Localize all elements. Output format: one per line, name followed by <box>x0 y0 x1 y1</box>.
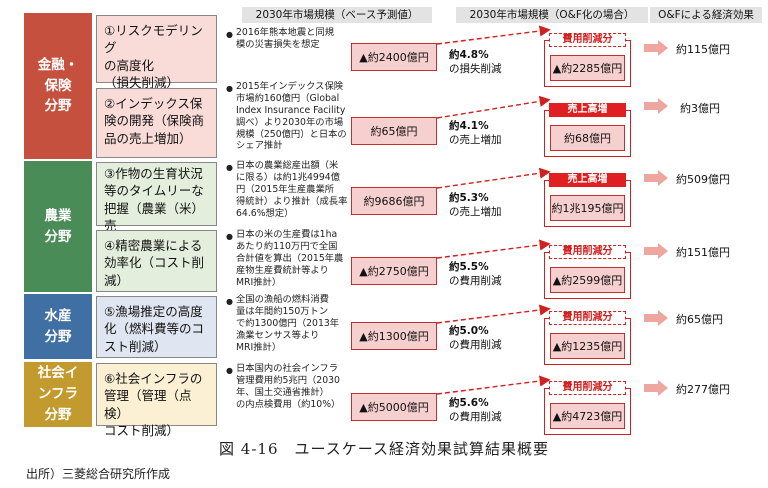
right-arrow-icon <box>644 170 668 186</box>
pct-4: 約5.5%の費用削減 <box>449 261 502 287</box>
of-box-6: 費用削減分 ▲約4723億円 <box>544 381 631 435</box>
usecase-2: ②インデックス保 険の開発（保険商 品の売上増加） <box>96 88 217 158</box>
tag-cost-reduction: 費用削減分 <box>549 33 626 47</box>
category-agriculture: 農業 分野 <box>24 161 92 292</box>
bullet-icon: ● <box>226 366 233 375</box>
tag-cost-reduction: 費用削減分 <box>549 311 626 325</box>
category-finance: 金融・ 保険 分野 <box>24 13 92 159</box>
tag-cost-reduction: 費用削減分 <box>549 245 626 259</box>
of-box-4: 費用削減分 ▲約2599億円 <box>544 245 631 299</box>
base-value-5: ▲約1300億円 <box>351 322 437 350</box>
dashed-arrow-4 <box>436 239 551 259</box>
dashed-arrow-3 <box>436 167 551 189</box>
tag-cost-reduction: 費用削減分 <box>549 381 626 395</box>
of-box-1: 費用削減分 ▲約2285億円 <box>544 33 631 87</box>
effect-1: 約115億円 <box>676 43 730 56</box>
usecase-4: ④精密農業による 効率化（コスト削 減） <box>96 230 217 292</box>
bullet-icon: ● <box>226 84 233 93</box>
right-arrow-icon <box>644 310 668 326</box>
note-5: 全国の漁船の燃料消費 量は年間約150万トン で約1300億円（2013年 漁業… <box>236 294 340 353</box>
note-6: 日本国内の社会インフラ 管理費用約5兆円（2030 年、国土交通省推計） の内点… <box>236 363 341 410</box>
of-box-2: 売上高増 約68億円 <box>544 103 631 157</box>
tag-sales-increase: 売上高増 <box>549 173 626 187</box>
of-value-3: 約1兆195億円 <box>550 195 625 221</box>
pct-6: 約5.6%の費用削減 <box>449 397 502 423</box>
pct-2: 約4.1%の売上増加 <box>449 120 502 146</box>
base-value-1: ▲約2400億円 <box>351 43 437 71</box>
tag-sales-increase: 売上高増 <box>549 103 626 117</box>
usecase-5: ⑤漁場推定の高度 化（燃料費等のコ スト削減） <box>96 296 217 358</box>
of-box-3: 売上高増 約1兆195億円 <box>544 173 631 227</box>
base-value-3: 約9686億円 <box>351 187 437 215</box>
effect-3: 約509億円 <box>676 173 730 186</box>
base-value-4: ▲約2750億円 <box>351 257 437 285</box>
base-value-2: 約65億円 <box>351 117 437 145</box>
effect-4: 約151億円 <box>676 246 730 259</box>
usecase-6: ⑥社会インフラの 管理（管理（点検） コスト削減） <box>96 363 217 438</box>
effect-5: 約65億円 <box>676 313 723 326</box>
bullet-icon: ● <box>226 163 233 172</box>
effect-6: 約277億円 <box>676 383 730 396</box>
pct-5: 約5.0%の費用削減 <box>449 325 502 351</box>
of-value-5: ▲約1235億円 <box>550 333 625 359</box>
source-note: 出所）三菱総合研究所作成 <box>26 467 171 481</box>
of-box-5: 費用削減分 ▲約1235億円 <box>544 311 631 365</box>
dashed-arrow-1 <box>436 25 551 45</box>
dashed-arrow-5 <box>436 304 551 324</box>
bullet-icon: ● <box>226 30 233 39</box>
right-arrow-icon <box>644 40 668 56</box>
category-infrastructure: 社会イ ンフラ 分野 <box>24 362 92 427</box>
bullet-icon: ● <box>226 297 233 306</box>
usecase-1: ①リスクモデリング の高度化 （損失削減） <box>96 15 217 90</box>
base-value-6: ▲約5000億円 <box>351 393 437 421</box>
bullet-icon: ● <box>226 232 233 241</box>
right-arrow-icon <box>644 380 668 396</box>
figure-caption: 図 4-16 ユースケース経済効果試算結果概要 <box>219 440 549 458</box>
of-value-1: ▲約2285億円 <box>550 55 625 81</box>
pct-1: 約4.8%の損失削減 <box>449 49 502 75</box>
pct-3: 約5.3%の売上増加 <box>449 192 502 218</box>
header-market-of: 2030年市場規模（O&F化の場合） <box>456 7 648 23</box>
of-value-6: ▲約4723億円 <box>550 403 625 429</box>
of-value-2: 約68億円 <box>550 125 625 151</box>
note-4: 日本の米の生産費は1ha あたり約110万円で全国 合計値を算出（2015年農 … <box>236 229 344 288</box>
dashed-arrow-2 <box>436 95 551 119</box>
right-arrow-icon <box>644 243 668 259</box>
note-2: 2015年インデックス保険 市場約160億円（Global Index Insu… <box>236 81 347 152</box>
header-of-effect: O&Fによる経済効果 <box>650 7 762 23</box>
category-fishery: 水産 分野 <box>24 294 92 359</box>
note-1: 2016年熊本地震と同規 模の災害損失を想定 <box>236 27 335 50</box>
header-market-base: 2030年市場規模（ベース予測値） <box>242 7 432 23</box>
right-arrow-icon <box>644 98 668 114</box>
dashed-arrow-6 <box>436 375 551 395</box>
note-3: 日本の農業総産出額（米 に限る）は約1兆4994億 円（2015年生産農業所 得… <box>236 160 348 219</box>
effect-2: 約3億円 <box>680 102 720 115</box>
of-value-4: ▲約2599億円 <box>550 267 625 293</box>
